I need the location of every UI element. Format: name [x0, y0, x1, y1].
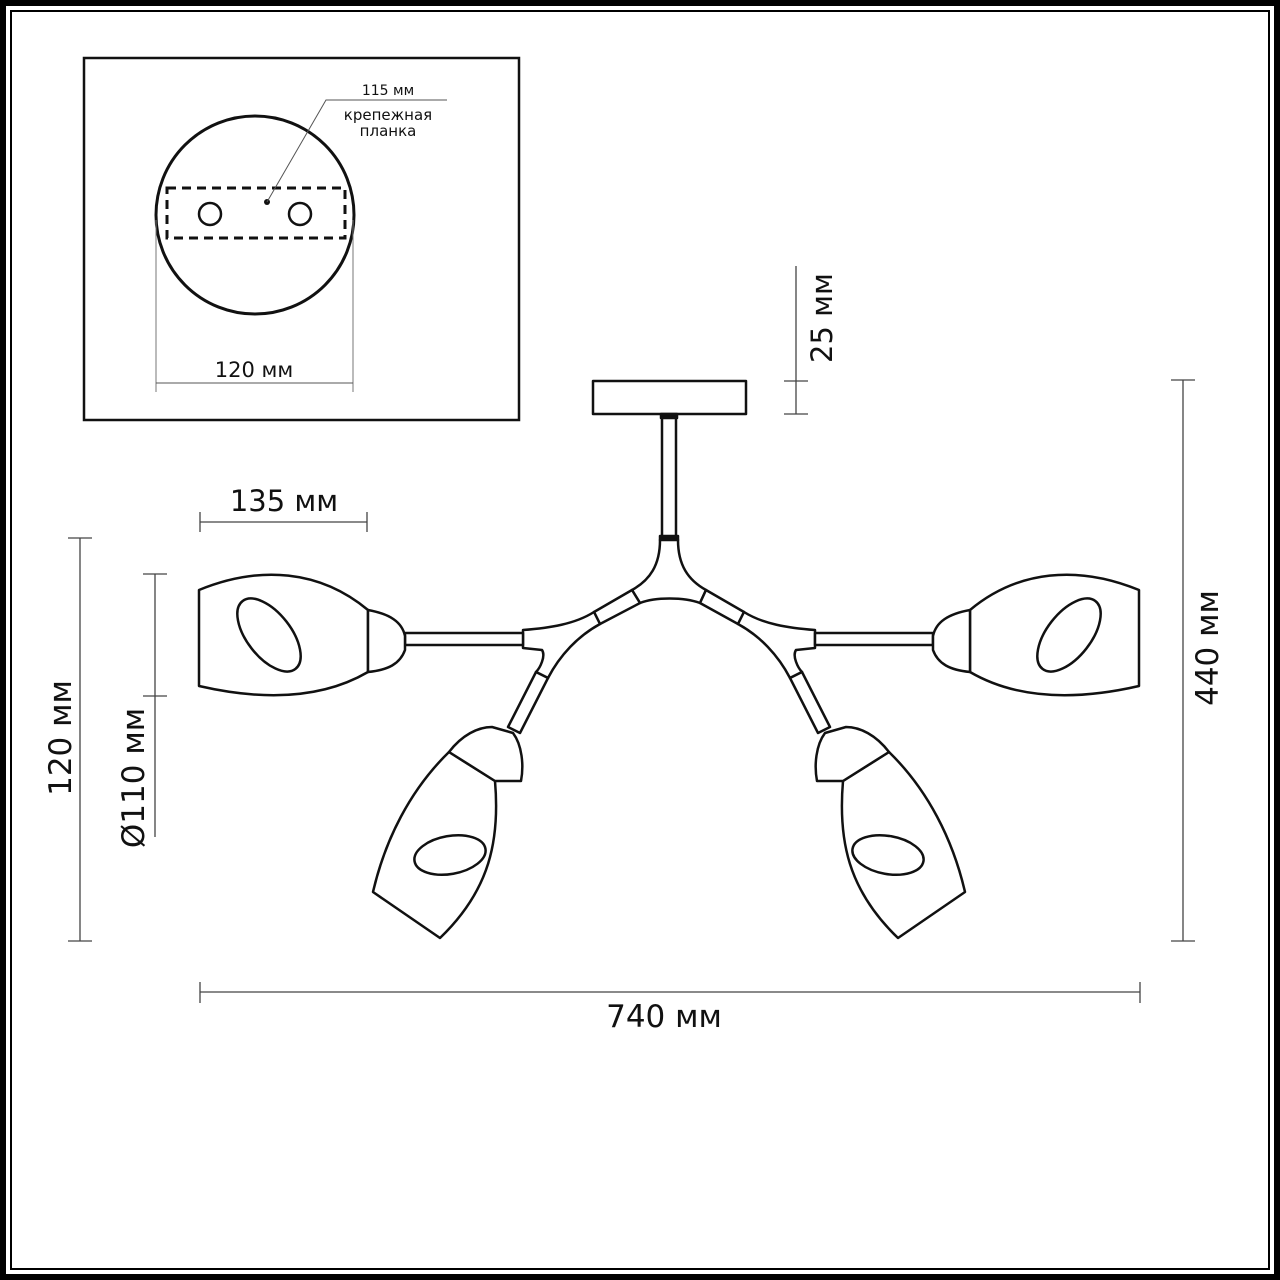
shade-far-right	[931, 573, 1141, 697]
shade-length-label: 135 мм	[230, 484, 338, 518]
bracket-caption-line1: крепежная	[344, 106, 432, 124]
left-diagonal-arm	[506, 670, 550, 735]
left-joint	[521, 610, 602, 680]
shade-holder	[814, 725, 891, 783]
shade-cutout	[236, 597, 302, 673]
shade-holder	[447, 725, 524, 783]
right-horizontal-arm	[813, 631, 935, 647]
canopy-height-label: 25 мм	[805, 273, 839, 363]
shade-far-left	[197, 573, 407, 697]
bracket-leader-line	[266, 99, 447, 203]
screw-hole-left	[197, 201, 223, 227]
shade-inner-right	[814, 725, 967, 940]
bracket-caption-line2: планка	[360, 122, 417, 140]
right-joint	[736, 610, 817, 680]
mounting-bracket-outline	[165, 186, 347, 240]
canopy-circle	[154, 114, 356, 316]
shade-inner-left	[371, 725, 524, 940]
shade-cutout	[1036, 597, 1102, 673]
canopy-diameter-label: 120 мм	[215, 358, 293, 382]
shade-holder	[931, 608, 972, 674]
left-horizontal-arm	[403, 631, 525, 647]
right-upper-arm	[698, 588, 746, 626]
shade-holder	[366, 608, 407, 674]
canopy	[591, 379, 748, 416]
chandelier	[403, 379, 935, 735]
right-diagonal-arm	[788, 670, 832, 735]
shades	[197, 573, 1141, 940]
shade-cutout	[413, 834, 487, 876]
total-width-label: 740 мм	[606, 999, 722, 1035]
total-height-label: 440 мм	[1190, 590, 1226, 706]
dimensions	[68, 266, 1195, 1003]
screw-hole-right	[287, 201, 313, 227]
shade-diameter-label: Ø110 мм	[116, 708, 152, 848]
canopy-inset: 115 мм крепежная планка 120 мм	[82, 56, 521, 422]
shade-cutout	[851, 834, 925, 876]
bracket-length-label: 115 мм	[362, 83, 414, 99]
central-hub	[630, 538, 708, 605]
left-upper-arm	[592, 588, 642, 626]
shade-height-label: 120 мм	[43, 680, 79, 796]
inner-frame	[10, 10, 1270, 1270]
stem-rod	[660, 416, 678, 540]
